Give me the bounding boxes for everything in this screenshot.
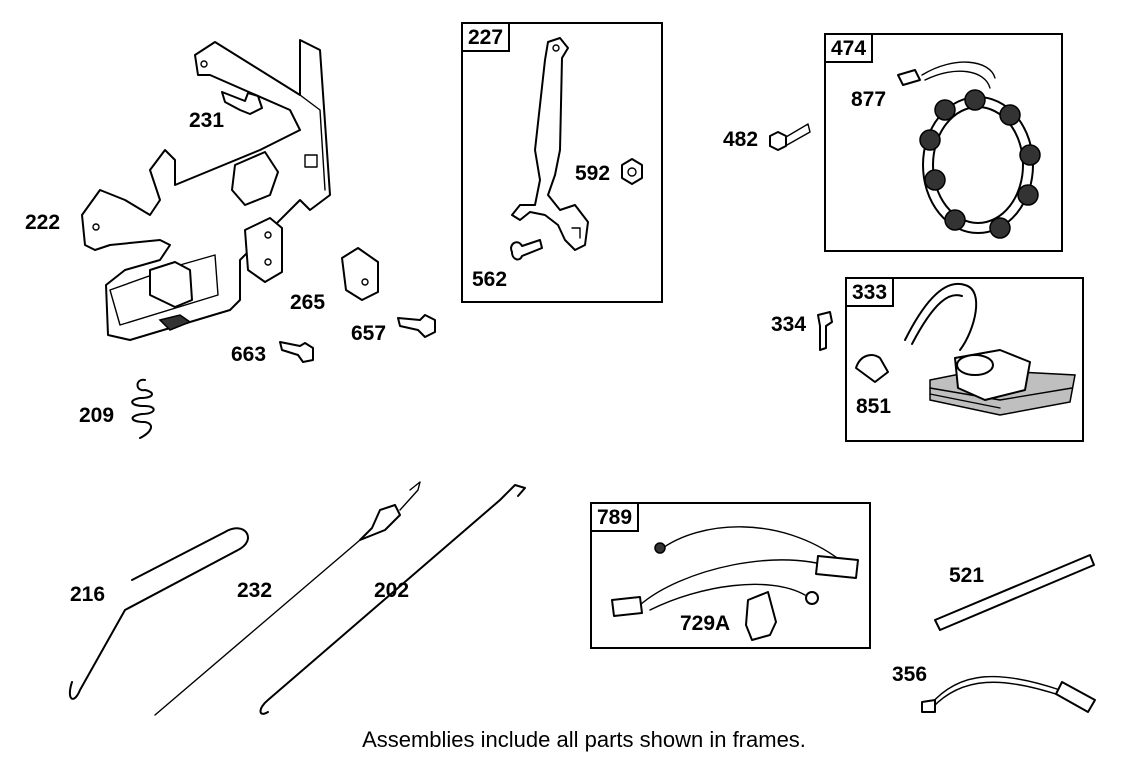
assembly-number-227: 227 — [461, 22, 511, 52]
wire-356 — [921, 675, 1096, 713]
part-number-232: 232 — [237, 579, 273, 602]
part-number-562: 562 — [472, 268, 508, 291]
part-number-334: 334 — [771, 313, 807, 336]
assembly-number-333: 333 — [845, 277, 895, 307]
wire-harness-789 — [611, 526, 859, 641]
lever-227 — [511, 37, 589, 251]
part-number-216: 216 — [70, 583, 106, 606]
part-number-209: 209 — [79, 404, 115, 427]
armature-333 — [855, 282, 1076, 416]
part-number-592: 592 — [575, 162, 611, 185]
screw-657 — [397, 314, 436, 338]
screw-334 — [817, 311, 833, 351]
link-216 — [68, 527, 249, 700]
control-bracket-222 — [81, 39, 331, 341]
part-number-231: 231 — [189, 109, 225, 132]
nut-592 — [621, 158, 643, 185]
assembly-frame-333 — [845, 277, 1084, 442]
assembly-frame-474 — [824, 33, 1063, 252]
bolt-482 — [769, 123, 811, 151]
part-number-202: 202 — [374, 579, 410, 602]
tube-521 — [934, 554, 1095, 631]
cable-232 — [154, 481, 421, 716]
part-number-482: 482 — [723, 128, 759, 151]
screw-663 — [279, 341, 314, 363]
part-number-356: 356 — [892, 663, 928, 686]
assembly-frame-789 — [590, 502, 871, 649]
part-number-657: 657 — [351, 322, 387, 345]
part-number-521: 521 — [949, 564, 985, 587]
alternator-stator-474 — [897, 61, 1041, 239]
part-number-729a: 729A — [680, 612, 731, 635]
screw-231 — [221, 91, 263, 115]
clip-265 — [341, 247, 379, 301]
part-number-265: 265 — [290, 291, 326, 314]
screw-562 — [510, 239, 543, 261]
assembly-frame-227 — [461, 22, 663, 303]
part-number-222: 222 — [25, 211, 61, 234]
assembly-number-474: 474 — [824, 33, 874, 63]
assembly-number-789: 789 — [590, 502, 640, 532]
spring-209 — [131, 378, 155, 439]
rod-202 — [259, 484, 526, 715]
part-number-663: 663 — [231, 343, 267, 366]
part-number-877: 877 — [851, 88, 887, 111]
diagram-caption: Assemblies include all parts shown in fr… — [362, 727, 806, 752]
part-number-851: 851 — [856, 395, 892, 418]
